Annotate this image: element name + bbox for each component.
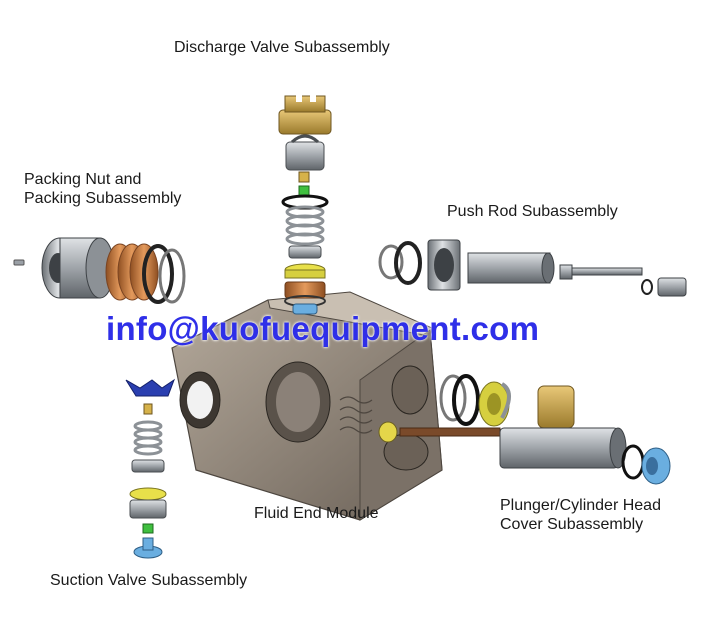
label-discharge-valve: Discharge Valve Subassembly <box>174 39 390 56</box>
packing-subassembly <box>13 237 186 304</box>
label-suction-valve: Suction Valve Subassembly <box>50 572 248 589</box>
discharge-valve-stack <box>278 94 332 315</box>
label-packing-subassembly: Packing Nut and Packing Subassembly <box>24 171 182 207</box>
push-rod-subassembly <box>378 239 687 297</box>
fluid-end-housing <box>171 291 443 521</box>
plunger-subassembly <box>399 374 671 485</box>
label-fluid-end-module: Fluid End Module <box>254 505 379 522</box>
label-plunger-subassembly: Plunger/Cylinder Head Cover Subassembly <box>500 497 661 533</box>
label-push-rod: Push Rod Subassembly <box>447 203 618 220</box>
suction-valve-stack <box>125 378 176 559</box>
watermark-email: info@kuofuequipment.com <box>106 310 540 347</box>
